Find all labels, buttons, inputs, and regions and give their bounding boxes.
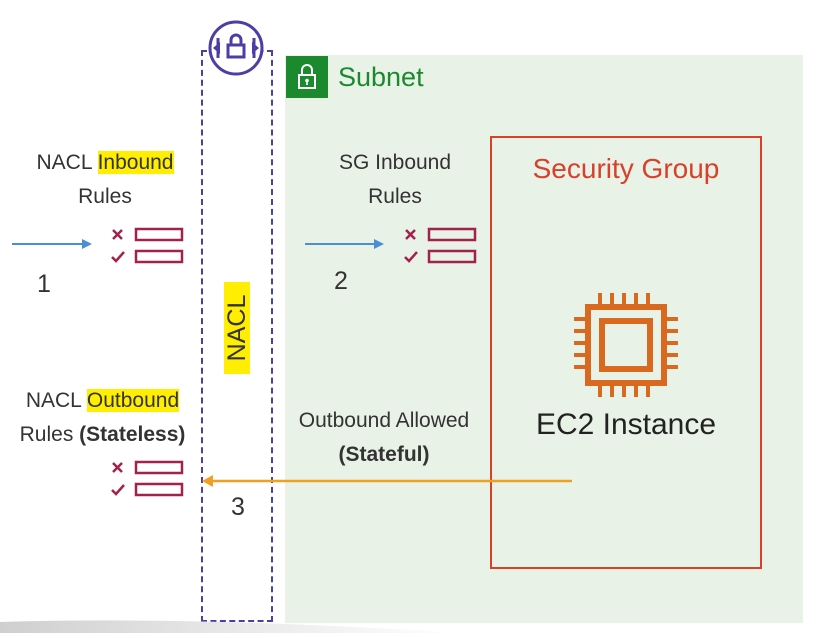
sg-inbound-rules-label: SG Inbound Rules: [320, 146, 470, 214]
step-2-number: 2: [334, 267, 348, 295]
nacl-outbound-stateless: (Stateless): [79, 423, 186, 446]
sg-inbound-line2: Rules: [368, 185, 422, 208]
nacl-inbound-highlight: Inbound: [97, 151, 174, 174]
nacl-outbound-prefix: NACL: [25, 389, 87, 412]
nacl-outbound-line2-prefix: Rules: [19, 423, 80, 446]
subnet-area: [285, 55, 803, 623]
step-3-number: 3: [231, 493, 245, 521]
ec2-chip-icon: [574, 293, 678, 397]
nacl-label: NACL: [223, 295, 251, 362]
outbound-allowed-stateful: (Stateful): [338, 443, 430, 466]
nacl-inbound-rules-icon: [111, 227, 184, 264]
nacl-vertical-label: NACL: [212, 278, 262, 378]
outbound-allowed-line1: Outbound Allowed: [298, 409, 470, 432]
security-group-label: Security Group: [532, 153, 720, 184]
nacl-lock-icon: [208, 20, 264, 76]
sg-inbound-rules-icon: [404, 227, 477, 264]
bottom-shade: [0, 614, 829, 633]
nacl-inbound-rules-label: NACL Inbound Rules: [10, 146, 200, 214]
nacl-inbound-prefix: NACL: [36, 151, 98, 174]
step-1-number: 1: [37, 270, 51, 298]
ec2-instance-label: EC2 Instance: [535, 408, 717, 441]
inbound-arrow-2-head: [374, 239, 384, 249]
subnet-label: Subnet: [338, 62, 424, 92]
inbound-arrow-1-head: [82, 239, 92, 249]
security-group-box: [490, 136, 762, 569]
outbound-arrow-head: [202, 475, 213, 487]
sg-inbound-line1: SG Inbound: [338, 151, 452, 174]
nacl-outbound-highlight: Outbound: [86, 389, 180, 412]
nacl-inbound-line2: Rules: [78, 185, 132, 208]
nacl-outbound-rules-icon: [111, 460, 184, 497]
subnet-padlock-icon: [286, 56, 328, 98]
outbound-allowed-label: Outbound Allowed (Stateful): [275, 404, 493, 472]
nacl-outbound-rules-label: NACL Outbound Rules (Stateless): [0, 384, 205, 452]
